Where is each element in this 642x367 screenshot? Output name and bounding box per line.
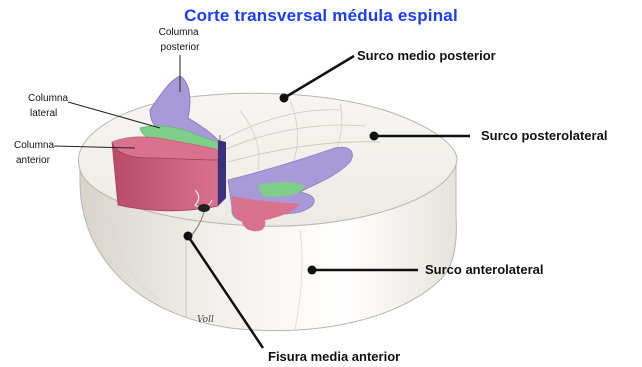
marker-surco-posterolateral bbox=[370, 132, 379, 141]
marker-surco-medio-posterior bbox=[280, 94, 289, 103]
label-columna-posterior: Columna posterior bbox=[159, 27, 202, 53]
label-surco-medio-posterior: Surco medio posterior bbox=[357, 48, 496, 63]
label-fisura-media-anterior: Fisura media anterior bbox=[268, 349, 400, 364]
marker-surco-anterolateral bbox=[308, 266, 317, 275]
label-surco-anterolateral: Surco anterolateral bbox=[425, 262, 544, 277]
leader-surco-medio-posterior bbox=[284, 56, 354, 98]
label-columna-lateral: Columna lateral bbox=[28, 93, 71, 119]
marker-fisura-media-anterior bbox=[184, 232, 193, 241]
artist-signature: Voll bbox=[197, 315, 214, 325]
label-columna-anterior: Columna anterior bbox=[14, 140, 57, 166]
label-surco-posterolateral: Surco posterolateral bbox=[481, 128, 607, 143]
